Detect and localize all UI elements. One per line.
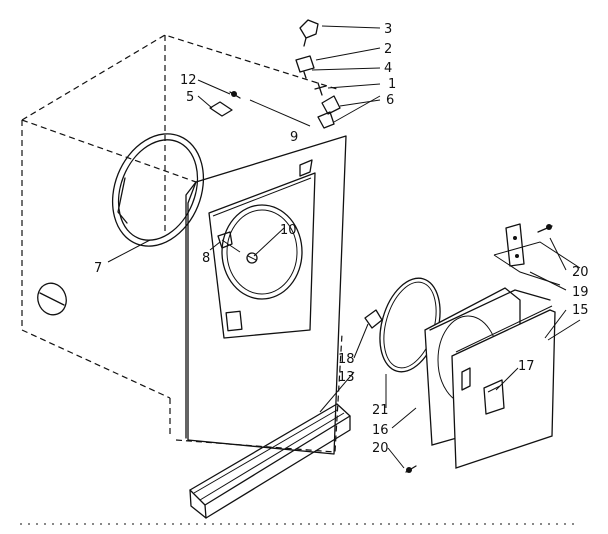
callout-16: 16 [372, 423, 389, 438]
callout-20-bottom: 20 [372, 441, 389, 456]
cabinet-outline [21, 34, 343, 453]
door-latch-strike [217, 231, 241, 253]
door-hinge-bracket-19 [505, 223, 525, 267]
callout-21: 21 [372, 403, 389, 418]
callout-9: 9 [290, 130, 298, 145]
callout-3: 3 [384, 22, 392, 37]
callout-1: 1 [388, 77, 396, 92]
toe-kick-panel [189, 403, 351, 519]
front-panel [185, 135, 347, 455]
callout-6: 6 [386, 93, 394, 108]
screw-20-top [537, 224, 553, 233]
door-handle-17 [483, 379, 505, 415]
callout-4: 4 [384, 61, 392, 76]
callout-17: 17 [518, 359, 535, 374]
callout-labels: 3 2 4 1 6 12 5 9 7 8 10 18 13 20 19 15 1… [94, 22, 589, 456]
hinge-plate-5 [209, 101, 233, 117]
door-latch-assembly [295, 19, 341, 129]
rear-exhaust-vent [37, 282, 67, 316]
screw-10 [246, 252, 258, 264]
outer-door-15 [429, 289, 556, 469]
screw-20-bottom [405, 465, 417, 473]
callout-5: 5 [186, 90, 194, 105]
callout-leader-lines [107, 25, 567, 469]
callout-13: 13 [338, 370, 355, 385]
callout-10: 10 [280, 223, 297, 238]
callout-19: 19 [572, 285, 589, 300]
callout-7: 7 [94, 261, 102, 276]
callout-18: 18 [338, 352, 355, 367]
callout-2: 2 [384, 42, 392, 57]
callout-12: 12 [180, 73, 197, 88]
door-catch [461, 367, 471, 391]
screw-12 [229, 91, 241, 99]
callout-8: 8 [202, 251, 210, 266]
callout-20-top: 20 [572, 265, 589, 280]
door-seal-ring [111, 133, 205, 247]
callout-15: 15 [572, 303, 589, 318]
